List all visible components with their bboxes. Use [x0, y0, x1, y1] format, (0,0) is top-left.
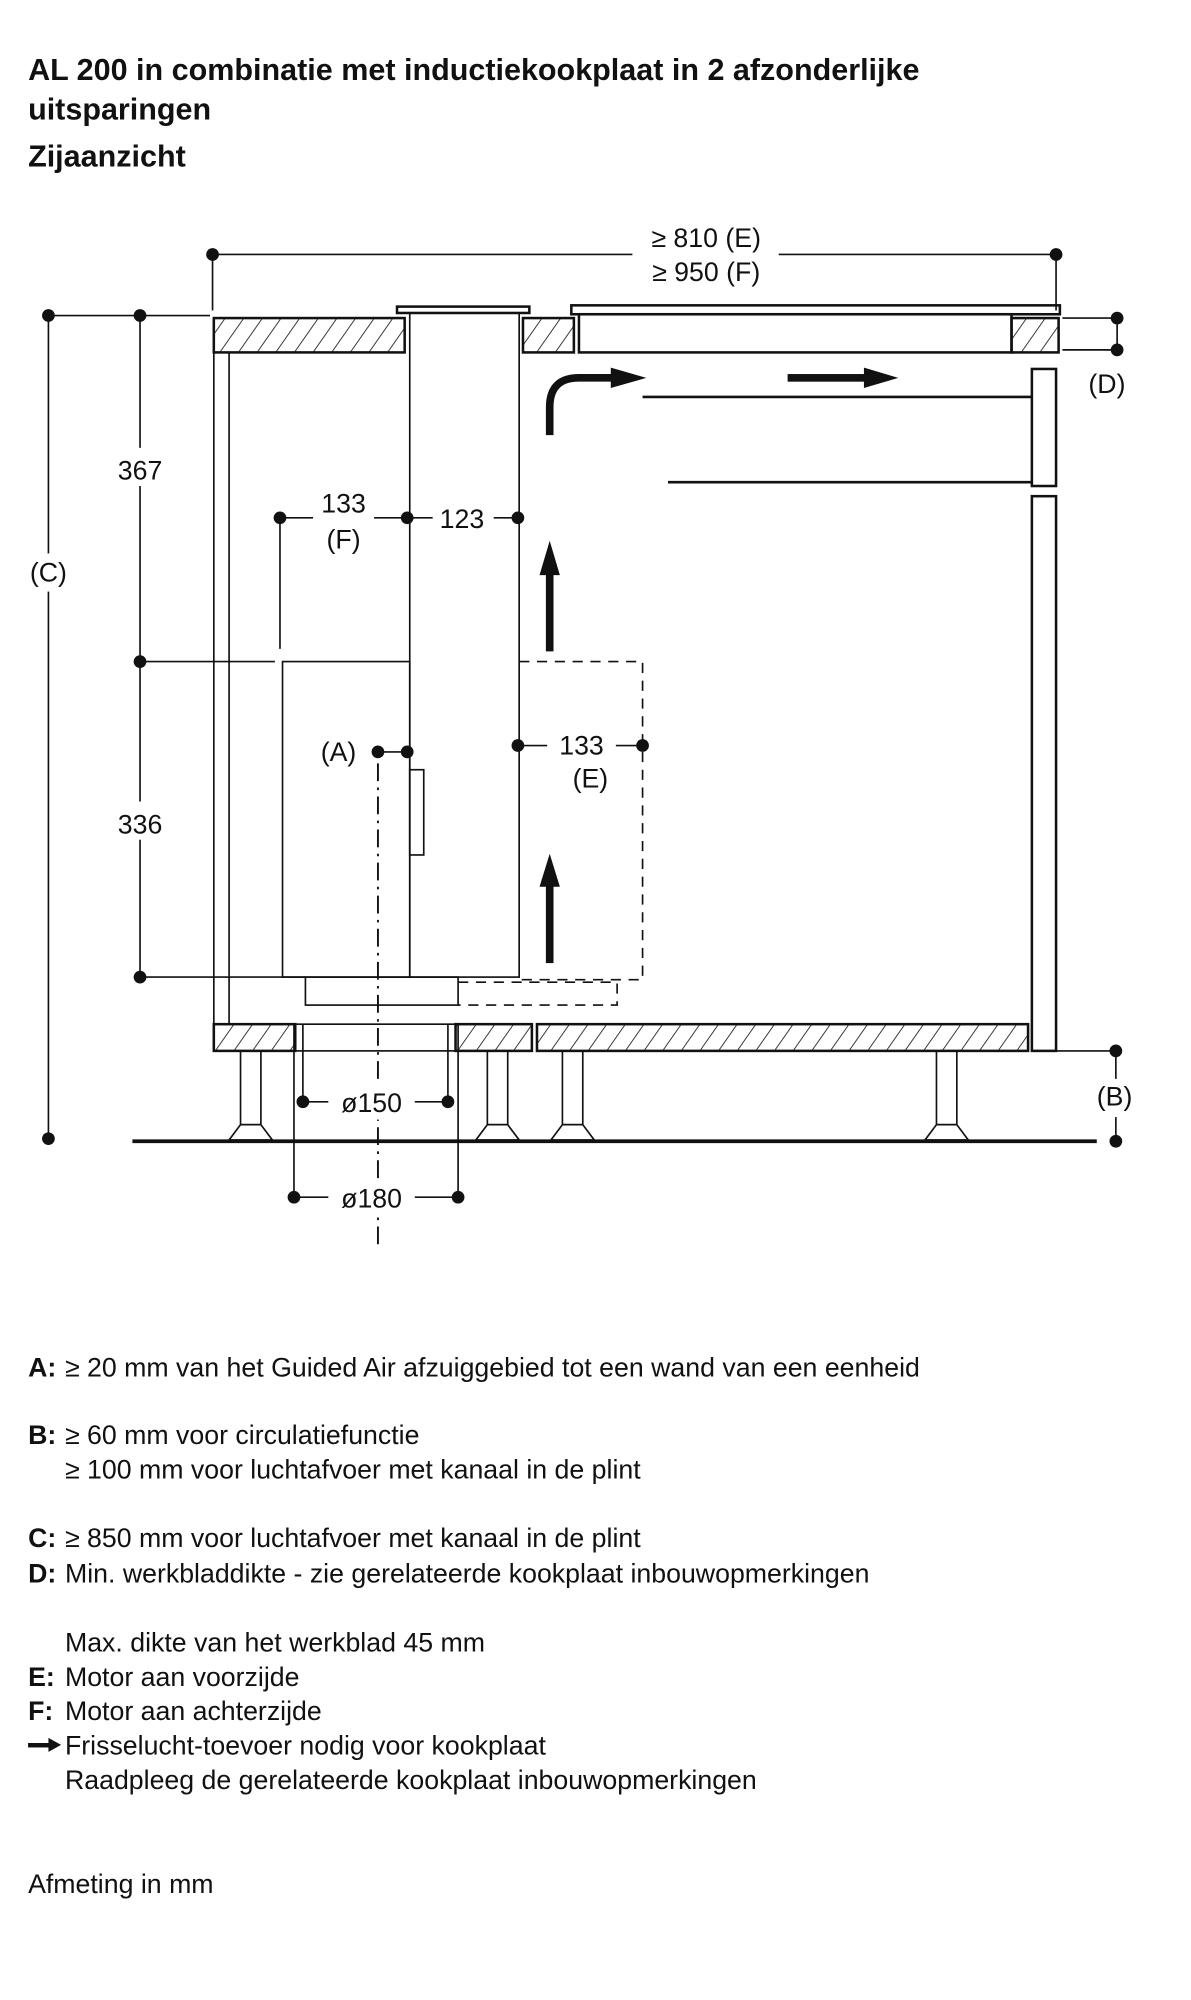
dim-336: 336	[118, 809, 163, 839]
cabinet-back-wall	[212, 351, 230, 1025]
base-middle	[454, 1022, 534, 1053]
arrow-right-icon	[28, 1737, 62, 1752]
legend-text-f: Motor aan achterzijde	[65, 1696, 322, 1726]
page-subtitle: Zijaanzicht	[28, 140, 186, 174]
extractor-cap	[395, 305, 531, 315]
page-title: AL 200 in combinatie met inductiekookpla…	[28, 53, 919, 87]
legend-key-a: A:	[28, 1353, 56, 1383]
hob-body	[577, 312, 1013, 354]
width-f-label: ≥ 950 (F)	[652, 257, 760, 287]
arrow-head-icon	[610, 367, 647, 389]
label-a: (A)	[321, 737, 357, 767]
legend-text-a: ≥ 20 mm van het Guided Air afzuiggebied …	[65, 1353, 920, 1383]
legend-text-d1: Min. werkbladdikte - zie gerelateerde ko…	[65, 1559, 870, 1589]
width-e-label: ≥ 810 (E)	[651, 223, 761, 253]
motor-unit	[281, 660, 411, 978]
dim-133-f-tag: (F)	[327, 524, 361, 554]
label-b: (B)	[1097, 1082, 1133, 1112]
motor-connector	[408, 768, 425, 856]
legend-key-f: F:	[28, 1696, 53, 1726]
legend-text-e: Motor aan voorzijde	[65, 1662, 300, 1692]
legend-text-arrow2: Raadpleeg de gerelateerde kookplaat inbo…	[65, 1765, 757, 1795]
outlet-alt-position	[458, 981, 618, 1006]
extractor-column	[408, 312, 520, 978]
units-note: Afmeting in mm	[28, 1869, 214, 1899]
dimension-dot	[1049, 248, 1063, 261]
front-panel-top	[1030, 367, 1058, 488]
legend-key-c: C:	[28, 1523, 56, 1553]
front-panel	[1030, 494, 1058, 1053]
legend-key-d: D:	[28, 1559, 56, 1589]
legend-text-b1: ≥ 60 mm voor circulatiefunctie	[65, 1420, 420, 1450]
airflow-up-arrow-icon	[545, 884, 554, 964]
side-view-diagram: ≥ 810 (E) ≥ 950 (F)	[25, 223, 1133, 1250]
worktop-right	[1010, 316, 1060, 354]
dim-123: 123	[440, 504, 485, 534]
dim-133-e-tag: (E)	[573, 764, 609, 794]
label-d: (D)	[1088, 369, 1125, 399]
airflow-up-arrow-icon	[545, 572, 554, 652]
legend-text-c: ≥ 850 mm voor luchtafvoer met kanaal in …	[65, 1523, 641, 1553]
duct-opening	[294, 1023, 457, 1052]
base-left	[212, 1022, 297, 1053]
legend-text-b2: ≥ 100 mm voor luchtafvoer met kanaal in …	[65, 1454, 641, 1484]
legend-text-d2: Max. dikte van het werkblad 45 mm	[65, 1627, 485, 1657]
hob-glass	[570, 304, 1062, 316]
diameter-180: ø180	[341, 1183, 402, 1213]
worktop-left	[212, 316, 406, 354]
dim-367: 367	[118, 456, 163, 486]
legend-text-arrow1: Frisselucht-toevoer nodig voor kookplaat	[65, 1730, 546, 1760]
base-right	[535, 1022, 1030, 1053]
legend-key-e: E:	[28, 1662, 55, 1692]
diameter-150: ø150	[341, 1088, 402, 1118]
airflow-arrow-icon	[787, 374, 867, 382]
dim-133-e: 133	[559, 730, 604, 760]
dimension-dot	[206, 248, 219, 261]
worktop-middle	[521, 316, 576, 354]
dim-133-f: 133	[321, 489, 366, 519]
label-c: (C)	[30, 557, 67, 587]
page-title-cont: uitsparingen	[28, 93, 211, 127]
air-outlet	[304, 976, 459, 1006]
motor-alt-position	[519, 660, 644, 981]
legend-key-b: B:	[28, 1420, 56, 1450]
legend: A: ≥ 20 mm van het Guided Air afzuiggebi…	[28, 1353, 920, 1899]
airflow-curve-arrow-icon	[545, 374, 614, 436]
